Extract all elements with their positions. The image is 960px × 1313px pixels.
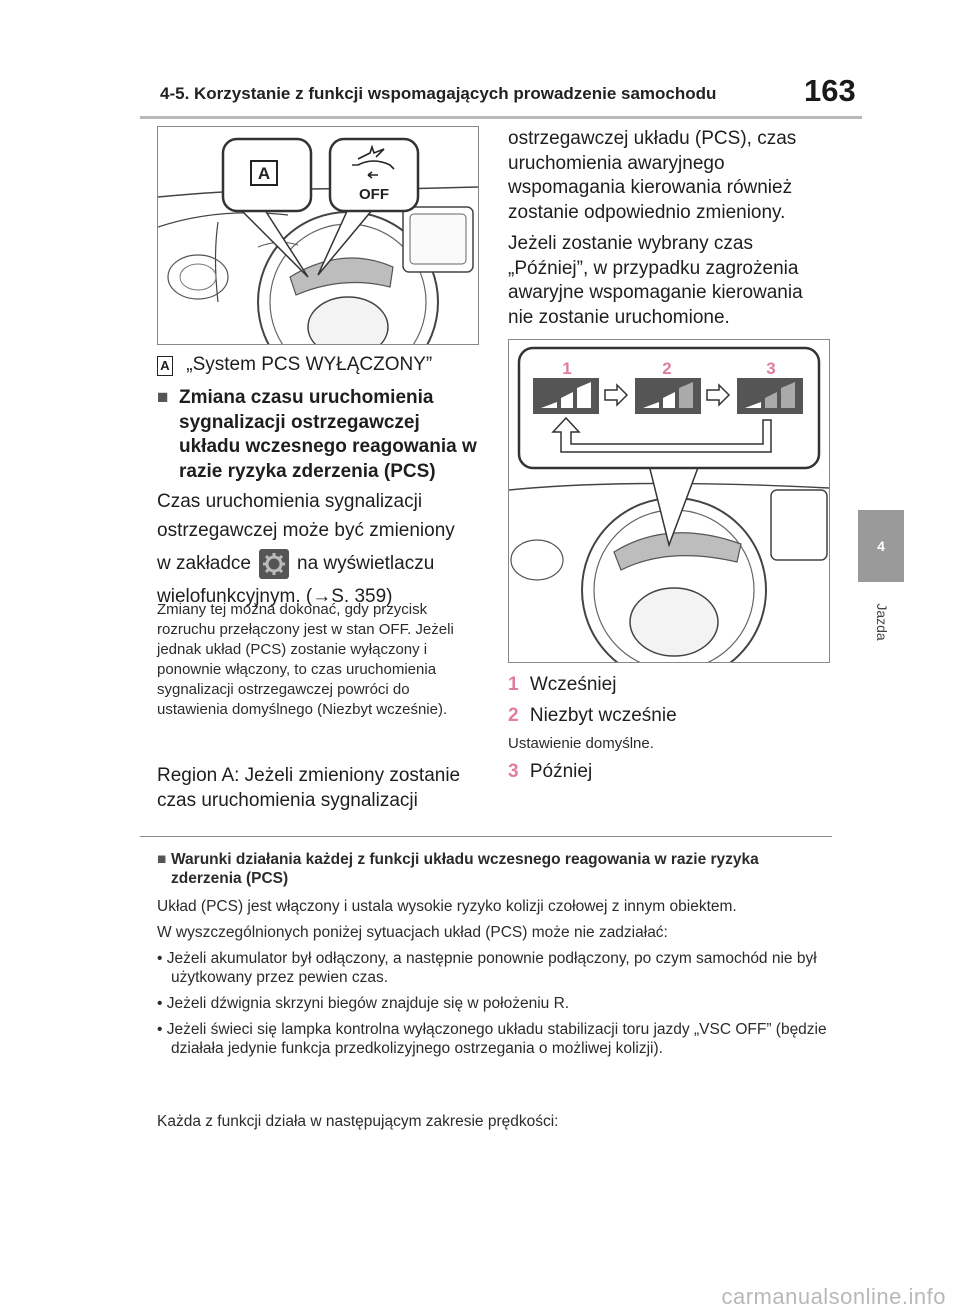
chapter-tab[interactable]: 4	[858, 510, 904, 582]
off-label: OFF	[359, 186, 389, 203]
conditions-heading: ■ Warunki działania każdej z funkcji ukł…	[157, 850, 829, 888]
para1-line4: wielofunkcyjnym. (→S. 359)	[157, 586, 393, 607]
settings-paragraph: Czas uruchomienia sygnalizacji ostrzegaw…	[157, 490, 487, 610]
region-a-paragraph: Region A: Jeżeli zmieniony zostanie czas…	[157, 765, 461, 811]
option-text-1: Wcześniej	[529, 674, 617, 695]
conditions-paragraph-3: Każda z funkcji działa w następującym za…	[157, 1113, 559, 1130]
section-title: 4-5. Korzystanie z funkcji wspomagającyc…	[160, 84, 717, 103]
option-label-1: 1	[562, 359, 571, 378]
section-divider	[140, 836, 832, 837]
default-setting-note: Ustawienie domyślne.	[508, 735, 654, 752]
timing-selection-figure: 1 2 3	[508, 339, 830, 663]
continuation-paragraph: ostrzegawczej układu (PCS), czas uruchom…	[508, 128, 797, 223]
option-text-3: Później	[529, 761, 593, 782]
watermark: carmanualsonline.info	[721, 1284, 946, 1309]
callout-a-label: A	[258, 164, 270, 183]
conditions-bullet-1: • Jeżeli akumulator był odłączony, a nas…	[157, 950, 817, 986]
conditions-bullet-2: • Jeżeli dźwignia skrzyni biegów znajduj…	[157, 995, 570, 1012]
option-text-2: Niezbyt wcześnie	[529, 705, 677, 726]
para1-line1: Czas uruchomienia sygnalizacji	[157, 491, 423, 512]
later-setting-paragraph: Jeżeli zostanie wybrany czas „Później”, …	[508, 233, 803, 328]
chapter-label-text: Jazda	[874, 603, 890, 641]
para1-line2: ostrzegawczej może być zmieniony	[157, 519, 455, 541]
conditions-heading-bullet: ■	[157, 851, 167, 868]
page-number: 163	[804, 73, 856, 108]
settings-heading: ■ Zmiana czasu uruchomienia sygnalizacji…	[157, 386, 477, 484]
option-number-3: 3	[508, 761, 519, 782]
dashboard-illustration: A OFF	[158, 137, 478, 344]
option-tile-late	[737, 378, 803, 414]
pcs-off-icon	[352, 144, 395, 179]
option-item-1: 1 Wcześniej	[508, 673, 616, 698]
dashboard-figure-pcs-off: A OFF	[157, 126, 479, 345]
conditions-paragraph-1: Układ (PCS) jest włączony i ustala wysok…	[157, 898, 737, 915]
settings-note: Zmiany tej można dokonać, gdy przycisk r…	[157, 601, 454, 718]
option-number-2: 2	[508, 705, 519, 726]
header-rule	[140, 116, 862, 119]
option-item-2: 2 Niezbyt wcześnie	[508, 704, 677, 729]
timing-illustration: 1 2 3	[509, 346, 829, 662]
para1-line3a: w zakładce	[157, 552, 251, 574]
option-item-3: 3 Później	[508, 760, 592, 785]
loop-back-arrow-icon	[551, 416, 772, 453]
conditions-bullet-3: • Jeżeli świeci się lampka kontrolna wył…	[157, 1021, 827, 1057]
conditions-heading-text: Warunki działania każdej z funkcji układ…	[171, 851, 759, 887]
option-label-3: 3	[766, 359, 775, 378]
chapter-label: Jazda	[854, 590, 910, 654]
next-arrow-icon	[604, 383, 731, 407]
para1-line3b: na wyświetlaczu	[297, 552, 435, 574]
heading-text: Zmiana czasu uruchomienia sygnalizacji o…	[179, 387, 477, 482]
caption-text: „System PCS WYŁĄCZONY”	[186, 354, 433, 375]
conditions-bullet-list: • Jeżeli akumulator był odłączony, a nas…	[157, 949, 827, 1058]
figure1-caption: A „System PCS WYŁĄCZONY”	[157, 353, 432, 378]
heading-bullet: ■	[157, 387, 169, 408]
option-tile-early	[533, 378, 599, 414]
option-number-1: 1	[508, 674, 519, 695]
gear-icon	[259, 549, 289, 579]
conditions-paragraph-2: W wyszczególnionych poniżej sytuacjach u…	[157, 924, 668, 941]
option-tile-normal	[635, 378, 701, 414]
option-label-2: 2	[662, 359, 671, 378]
caption-box-a: A	[157, 356, 173, 376]
